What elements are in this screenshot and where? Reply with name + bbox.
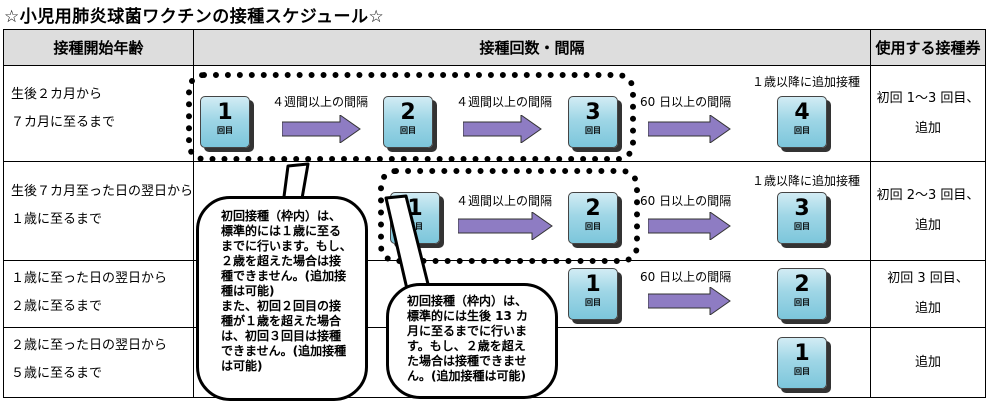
note-line: 初回接種（枠内）は、 (407, 294, 528, 308)
dose-suffix: 回目 (585, 298, 601, 307)
dose-suffix: 回目 (217, 126, 233, 135)
age-cell: 生後２カ月から ７カ月に至るまで (2, 65, 195, 162)
primary-series-frame-row2 (378, 168, 640, 264)
dose-suffix: 回目 (794, 222, 810, 231)
note-line: 月に至るまでに行いま (407, 324, 528, 338)
booster-label: １歳以降に追加接種 (752, 174, 861, 188)
interval-label: ４週間以上の間隔 (272, 95, 369, 109)
coupon-cell: 追加 (870, 327, 987, 398)
dose-number: 1 (794, 341, 810, 366)
arrow-right-icon (282, 115, 361, 143)
coupon-line2: 追加 (915, 120, 942, 136)
note-line: は、初回３回目は接種 (221, 329, 342, 343)
dose-suffix: 回目 (794, 298, 810, 307)
header-coupon: 使用する接種券 (870, 29, 987, 66)
note-line: までに行います。もし、 (221, 239, 352, 253)
schedule-table: 接種開始年齢 接種回数・間隔 使用する接種券 生後２カ月から ７カ月に至るまで … (2, 29, 987, 398)
note-line: 標準的には生後 13 カ (407, 309, 529, 323)
age-until: １歳に至るまで (11, 212, 103, 227)
arrow-right-icon (648, 212, 731, 240)
interval-label: 60 日以上の間隔 (640, 194, 732, 208)
age-from: ２歳に至った日の翌日から (11, 338, 168, 353)
coupon-cell: 初回 3 回目、 追加 (870, 260, 987, 328)
dose-number: 2 (585, 196, 601, 221)
coupon-line2: 追加 (915, 218, 942, 233)
coupon-line1: 初回 2～3 回目、 (876, 188, 980, 203)
coupon-line1: 初回 1～3 回目、 (876, 90, 980, 106)
note-line: 標準的には１歳に至る (221, 224, 342, 238)
arrow-right-icon (648, 115, 731, 143)
age-cell: １歳に至った日の翌日から ２歳に至るまで (2, 260, 195, 328)
header-row: 接種開始年齢 接種回数・間隔 使用する接種券 (2, 29, 987, 66)
dose-number: 2 (794, 272, 810, 297)
coupon-cell: 初回 1～3 回目、 追加 (870, 65, 987, 162)
dose-number: 3 (585, 100, 601, 125)
age-from: 生後７カ月至った日の翌日から (11, 184, 194, 199)
dose-number: 2 (400, 100, 416, 125)
age-until: ５歳に至るまで (11, 366, 103, 381)
dose-number: 1 (585, 272, 601, 297)
interval-label: 60 日以上の間隔 (640, 270, 732, 284)
dose-suffix: 回目 (794, 126, 810, 135)
note-line: 種は可能) (221, 284, 275, 298)
dose-number: 1 (217, 100, 233, 125)
arrow-right-icon (463, 115, 542, 143)
dose-number: 3 (794, 196, 810, 221)
note-line: できません。(追加接種 (221, 344, 347, 358)
age-until: ２歳に至るまで (11, 299, 103, 314)
age-cell: 生後７カ月至った日の翌日から １歳に至るまで (2, 161, 195, 261)
age-cell: ２歳に至った日の翌日から ５歳に至るまで (2, 327, 195, 398)
dose-suffix: 回目 (585, 126, 601, 135)
note-line: す。もし、２歳を超え (407, 339, 526, 353)
header-schedule: 接種回数・間隔 (193, 29, 872, 66)
note-line: 初回接種（枠内）は、 (221, 209, 342, 223)
note-bubble-primary-age1: 初回接種（枠内）は、 標準的には１歳に至る までに行います。もし、 ２歳を超えた… (196, 196, 368, 401)
coupon-line1: 初回 3 回目、 (887, 271, 969, 286)
dose-suffix: 回目 (794, 367, 810, 376)
note-line: ２歳を超えた場合は接 (221, 254, 342, 268)
schedule-cell (193, 65, 872, 162)
age-from: １歳に至った日の翌日から (11, 271, 168, 286)
primary-series-frame-row1 (186, 72, 636, 162)
note-line: また、初回２回目の接 (221, 299, 342, 313)
arrow-right-icon (648, 287, 731, 315)
coupon-line1: 追加 (915, 354, 942, 370)
age-from: 生後２カ月から (11, 87, 103, 102)
page-title: ☆小児用肺炎球菌ワクチンの接種スケジュール☆ (4, 7, 385, 27)
note-line: 種が１歳を超えた場合 (221, 314, 342, 328)
note-line: た場合は接種できませ (407, 354, 527, 368)
coupon-line2: 追加 (915, 301, 942, 316)
note-line: ん。(追加接種は可能) (407, 369, 526, 383)
header-age: 接種開始年齢 (2, 29, 195, 66)
arrow-right-icon (458, 212, 553, 240)
interval-label: ４週間以上の間隔 (456, 95, 553, 109)
table-row: 生後２カ月から ７カ月に至るまで 初回 1～3 回目、 追加 (2, 65, 987, 162)
dose-suffix: 回目 (585, 222, 601, 231)
note-line: 種できません。(追加接 (221, 269, 347, 283)
note-bubble-primary-age13m: 初回接種（枠内）は、 標準的には生後 13 カ 月に至るまでに行いま す。もし、… (386, 283, 558, 399)
note-line: は可能) (221, 359, 263, 373)
dose-number: 4 (794, 100, 810, 125)
interval-label: ４週間以上の間隔 (456, 194, 553, 208)
dose-suffix: 回目 (400, 126, 416, 135)
booster-label: １歳以降に追加接種 (752, 75, 861, 89)
interval-label: 60 日以上の間隔 (640, 95, 732, 109)
age-until: ７カ月に至るまで (11, 115, 116, 130)
